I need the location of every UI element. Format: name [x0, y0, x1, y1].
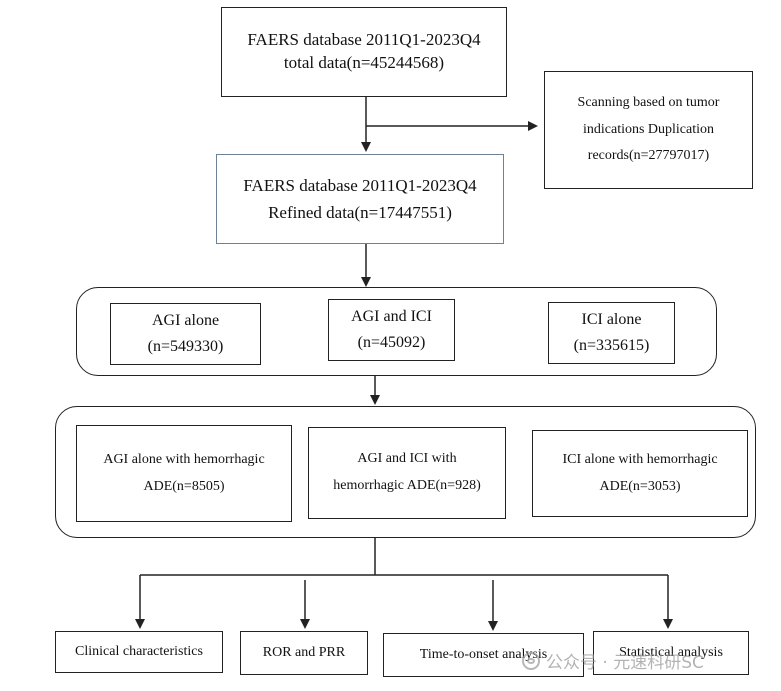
agi-and-ici-count: (n=45092)	[357, 334, 426, 351]
clinical-characteristics-box: Clinical characteristics	[55, 631, 223, 673]
agi-alone-hemorrhagic-line1: AGI alone with hemorrhagic	[103, 451, 265, 467]
ici-alone-label: ICI alone	[581, 311, 642, 329]
agi-and-ici-label: AGI and ICI	[351, 308, 432, 326]
ror-prr-label: ROR and PRR	[262, 644, 346, 660]
agi-ici-hemorrhagic-line2: hemorrhagic ADE(n=928)	[333, 478, 481, 493]
duplication-line1: Scanning based on tumor	[577, 95, 720, 111]
wechat-icon	[522, 651, 540, 670]
agi-ici-hemorrhagic-box: AGI and ICI with hemorrhagic ADE(n=928)	[308, 427, 506, 519]
agi-alone-box: AGI alone (n=549330)	[110, 303, 261, 365]
duplication-records-box: Scanning based on tumor indications Dupl…	[544, 71, 753, 189]
ici-alone-count: (n=335615)	[573, 337, 650, 354]
refined-data-line2: Refined data(n=17447551)	[268, 203, 452, 222]
agi-ici-hemorrhagic-line1: AGI and ICI with	[357, 451, 457, 467]
ici-alone-hemorrhagic-line2: ADE(n=3053)	[599, 478, 681, 494]
total-data-box: FAERS database 2011Q1-2023Q4 total data(…	[221, 7, 507, 97]
agi-alone-count: (n=549330)	[147, 338, 224, 355]
ici-alone-box: ICI alone (n=335615)	[548, 302, 675, 364]
agi-alone-label: AGI alone	[151, 312, 220, 330]
duplication-line2: indications Duplication	[582, 121, 715, 137]
ici-alone-hemorrhagic-box: ICI alone with hemorrhagic ADE(n=3053)	[532, 430, 748, 517]
ror-prr-box: ROR and PRR	[240, 631, 368, 675]
agi-alone-hemorrhagic-line2: ADE(n=8505)	[143, 478, 225, 494]
refined-data-line1: FAERS database 2011Q1-2023Q4	[243, 175, 477, 195]
statistical-analysis-label: Statistical analysis	[619, 644, 723, 660]
total-data-line1: FAERS database 2011Q1-2023Q4	[247, 30, 481, 50]
refined-data-box: FAERS database 2011Q1-2023Q4 Refined dat…	[216, 154, 504, 244]
total-data-line2: total data(n=45244568)	[283, 53, 445, 72]
hemorrhagic-ade-container	[55, 406, 756, 538]
drug-groups-container	[76, 287, 717, 376]
time-to-onset-label: Time-to-onset analysis	[419, 646, 548, 662]
time-to-onset-box: Time-to-onset analysis	[383, 633, 584, 677]
agi-alone-hemorrhagic-box: AGI alone with hemorrhagic ADE(n=8505)	[76, 425, 292, 522]
agi-and-ici-box: AGI and ICI (n=45092)	[328, 299, 455, 361]
watermark-text: 公众号 · 元速科研SC	[546, 653, 704, 673]
ici-alone-hemorrhagic-line1: ICI alone with hemorrhagic	[562, 451, 718, 467]
statistical-analysis-box: Statistical analysis	[593, 631, 749, 675]
clinical-characteristics-label: Clinical characteristics	[75, 643, 203, 659]
watermark: 公众号 · 元速科研SC	[522, 648, 704, 673]
duplication-line3: records(n=27797017)	[587, 148, 710, 164]
